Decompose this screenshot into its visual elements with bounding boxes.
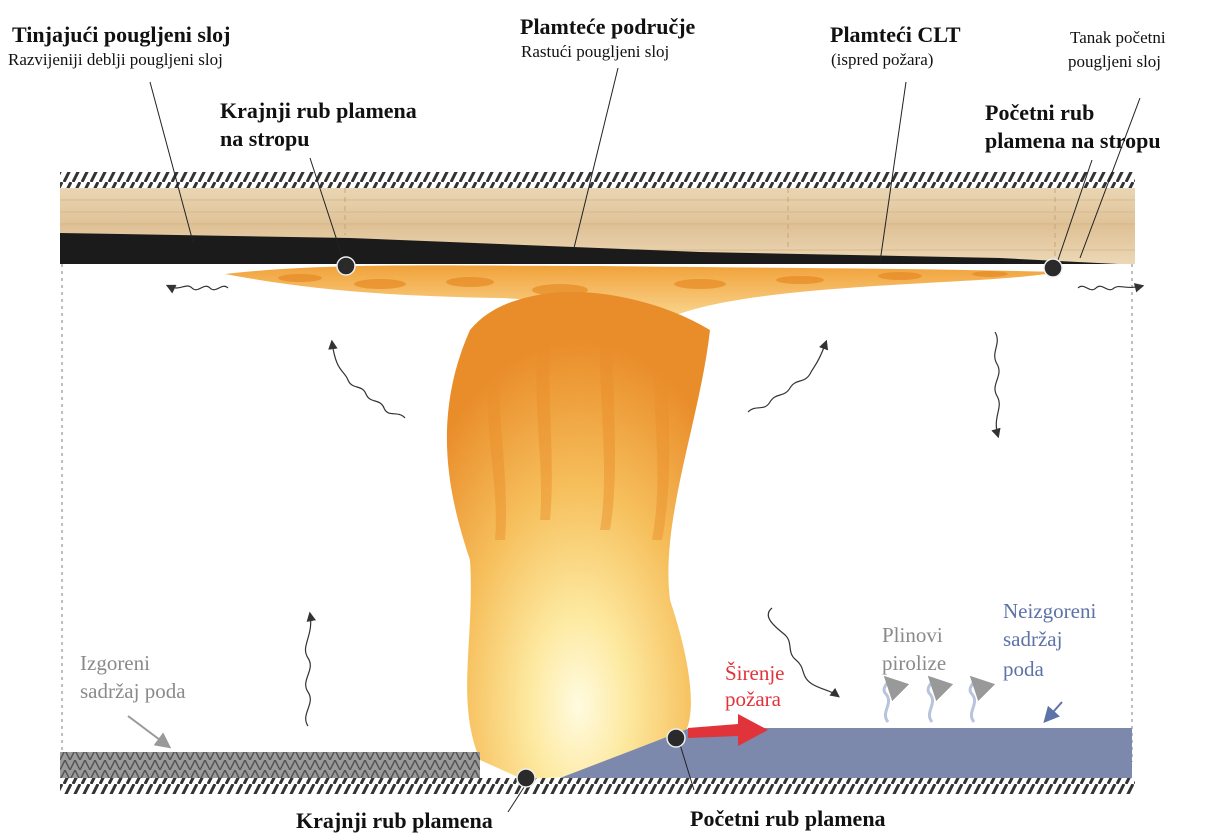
spread-arrow-icon bbox=[688, 714, 768, 746]
leading-ceiling-edge-label-2: plamena na stropu bbox=[985, 128, 1161, 153]
smoldering-char-subtitle: Razvijeniji deblji pougljeni sloj bbox=[8, 50, 223, 69]
leading-floor-edge-label: Početni rub plamena bbox=[690, 806, 886, 831]
trailing-ceiling-edge-label-1: Krajnji rub plamena bbox=[220, 98, 417, 123]
trailing-ceiling-edge-label-2: na stropu bbox=[220, 126, 310, 151]
trailing-floor-edge-label: Krajnji rub plamena bbox=[296, 808, 493, 833]
leading-ceiling-edge-label-1: Početni rub bbox=[985, 100, 1095, 125]
leading-ceiling-circle-marker-icon bbox=[1043, 258, 1063, 278]
flaming-region-subtitle: Rastući pougljeni sloj bbox=[521, 42, 670, 61]
unburnt-floor-label-3: poda bbox=[1003, 657, 1044, 681]
fire-spread-label-2: požara bbox=[725, 687, 781, 711]
burnt-floor bbox=[60, 752, 480, 778]
ceiling-hatch bbox=[60, 172, 1135, 188]
burnt-floor-label-2: sadržaj poda bbox=[80, 679, 186, 703]
trailing-floor-circle-marker-icon bbox=[516, 768, 536, 788]
ceiling-flame-streaks bbox=[278, 271, 1008, 296]
clt-joints bbox=[344, 188, 1056, 258]
char-layer bbox=[60, 233, 1118, 264]
flaming-clt-title: Plamteći CLT bbox=[830, 22, 961, 47]
floor-hatch bbox=[60, 778, 1135, 794]
leader-lines bbox=[149, 67, 1141, 813]
trailing-ceiling-circle-marker-icon bbox=[336, 256, 356, 276]
fire-spread-label-1: Širenje bbox=[725, 661, 785, 685]
burnt-floor-label-1: Izgoreni bbox=[80, 651, 150, 675]
unburnt-floor bbox=[560, 728, 1132, 778]
flaming-clt-subtitle: (ispred požara) bbox=[831, 50, 934, 69]
pyrolysis-label-1: Plinovi bbox=[882, 623, 943, 647]
edge-markers bbox=[336, 256, 1063, 788]
pyrolysis-label-2: pirolize bbox=[882, 651, 947, 675]
flame-streaks bbox=[487, 320, 670, 540]
thin-char-label-1: Tanak početni bbox=[1070, 28, 1166, 47]
heat-radiation-icons bbox=[165, 283, 1145, 727]
burnt-floor-pointer bbox=[127, 715, 172, 749]
flaming-region-title: Plamteće područje bbox=[520, 14, 696, 39]
unburnt-floor-label-1: Neizgoreni bbox=[1003, 599, 1097, 623]
unburnt-floor-label-2: sadržaj bbox=[1003, 627, 1063, 651]
thin-char-label-2: pougljeni sloj bbox=[1068, 52, 1162, 71]
flame-plume bbox=[446, 291, 710, 779]
leading-floor-circle-marker-icon bbox=[666, 728, 686, 748]
ceiling-flame bbox=[225, 265, 1060, 330]
pyrolysis-gas-icons bbox=[882, 675, 996, 723]
smoldering-char-title: Tinjajući pougljeni sloj bbox=[12, 22, 231, 47]
unburnt-floor-pointer bbox=[1043, 701, 1063, 723]
